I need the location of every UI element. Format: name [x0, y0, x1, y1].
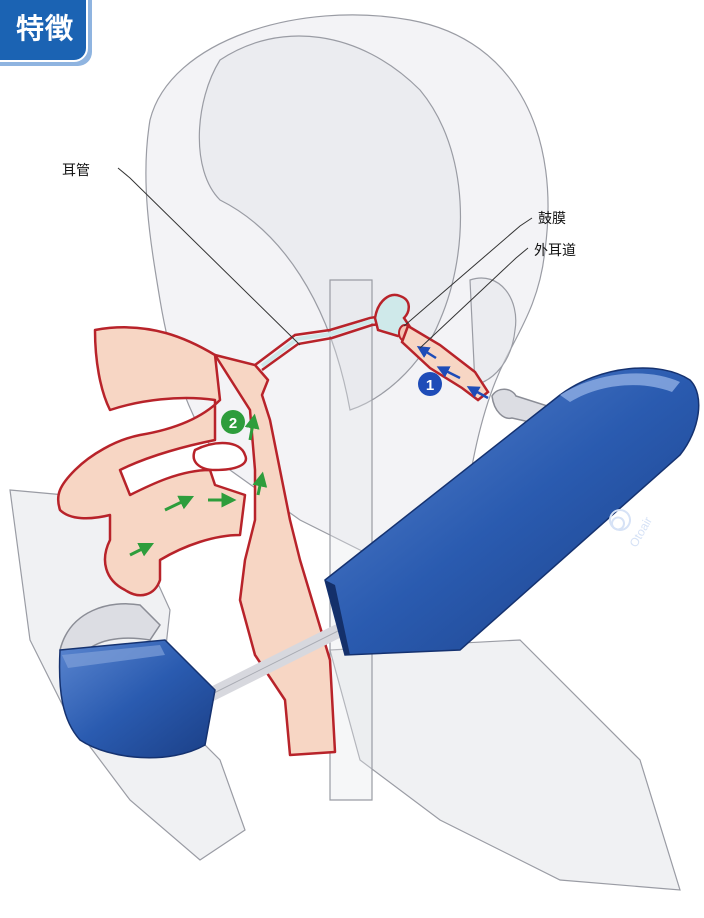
label-eustachian-tube: 耳管 [62, 160, 90, 180]
step-marker-2: 2 [221, 410, 245, 434]
label-ear-canal: 外耳道 [534, 240, 576, 260]
step-marker-1: 1 [418, 372, 442, 396]
section-header-tab: 特徴 [0, 0, 88, 62]
label-eardrum: 鼓膜 [538, 208, 566, 228]
step-marker-2-label: 2 [229, 415, 237, 432]
left-earpiece [60, 604, 215, 758]
section-title: 特徴 [16, 7, 74, 47]
step-marker-1-label: 1 [426, 377, 434, 394]
